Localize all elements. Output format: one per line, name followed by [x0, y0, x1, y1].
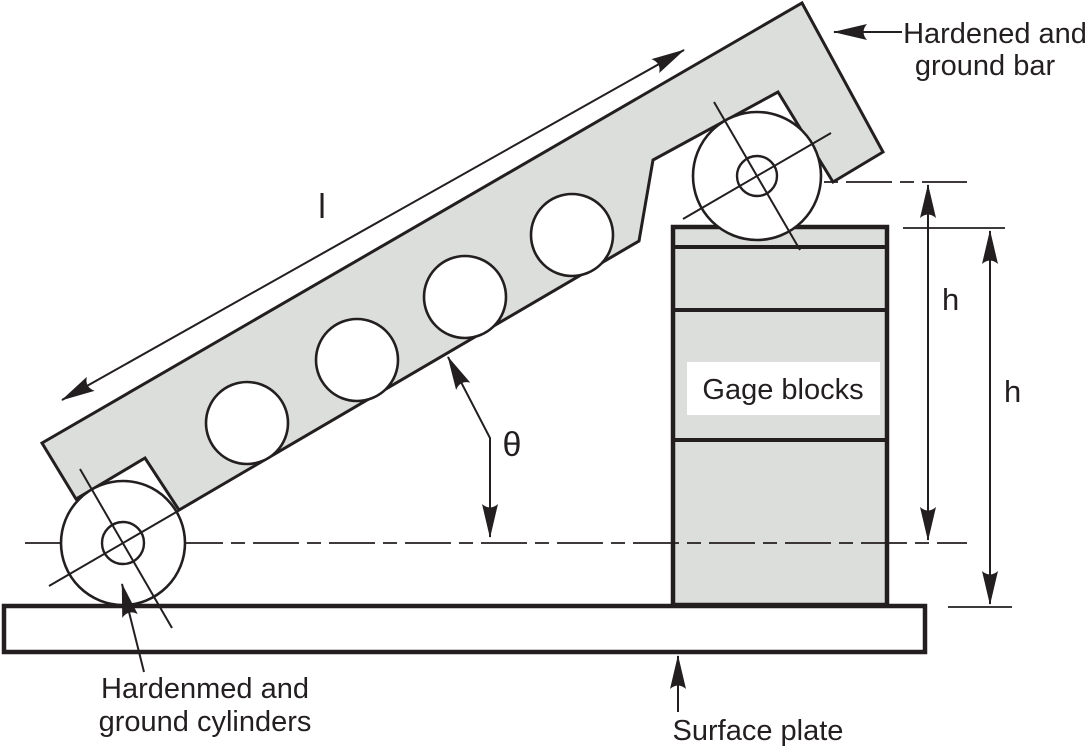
surface-plate-label: Surface plate: [673, 715, 844, 747]
gage-blocks-body: [670, 224, 890, 608]
top-cylinder-crosshair: [713, 101, 801, 251]
height-label-outer: h: [1004, 374, 1021, 409]
hardened-bar-label-line1: Hardened and: [903, 18, 1086, 50]
sine-bar-hole: [204, 380, 290, 466]
height-dimension-outer: h: [903, 227, 1021, 608]
hardened-bar-label-line2: ground bar: [915, 50, 1056, 82]
gage-blocks-label: Gage blocks: [702, 374, 863, 406]
cylinders-label-line1: Hardenmed and: [101, 673, 309, 705]
sine-bar-hole: [314, 317, 400, 403]
height-dimension-inner: h: [920, 184, 959, 541]
sine-bar-hole: [529, 192, 615, 278]
length-label: l: [318, 188, 326, 226]
bottom-cylinder: [48, 468, 198, 629]
label-cylinders: Hardenmed and ground cylinders: [99, 583, 312, 738]
surface-plate: [1, 603, 928, 655]
top-cylinder: [682, 101, 832, 251]
angle-label: θ: [503, 426, 522, 464]
cylinders-leader: [121, 583, 145, 673]
gage-blocks-label-box: [687, 362, 880, 415]
label-surface-plate: Surface plate: [670, 655, 844, 747]
length-dimension-line: [61, 49, 685, 401]
angle-dimension: θ: [447, 356, 522, 538]
bottom-cylinder-crosshair: [79, 468, 173, 629]
length-dimension: l: [61, 49, 685, 401]
angle-leader: [447, 356, 498, 538]
sine-bar-hole: [422, 254, 508, 340]
cylinders-label-line2: ground cylinders: [99, 706, 312, 738]
label-hardened-bar: Hardened and ground bar: [833, 18, 1086, 82]
height-label-inner: h: [942, 282, 959, 317]
gage-blocks-stack: Gage blocks: [670, 224, 890, 608]
